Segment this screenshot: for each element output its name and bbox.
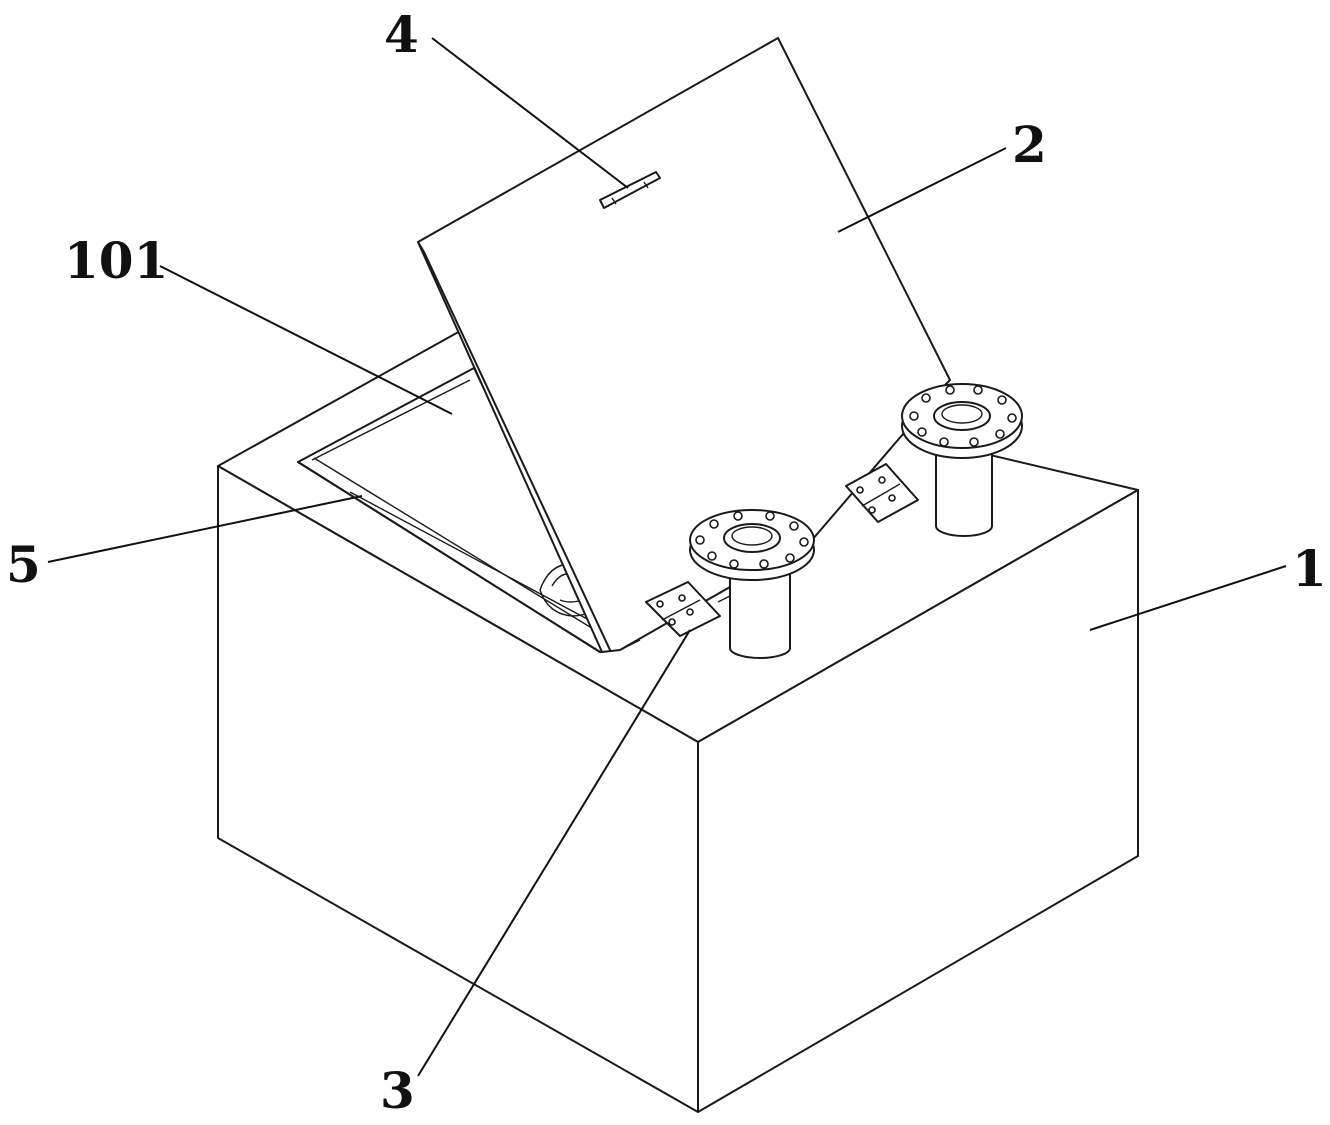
leader-5 <box>47 495 363 563</box>
seal-strip-inner-2 <box>349 491 605 629</box>
pipe-left-body <box>729 565 791 659</box>
opening-inner-edge <box>311 379 471 461</box>
label-3: 3 <box>380 1061 415 1120</box>
pipe-left <box>689 509 815 659</box>
handle-bar <box>599 171 661 209</box>
hinge-right-leaf <box>845 463 919 523</box>
lid-face <box>417 37 951 653</box>
leader-4 <box>431 37 629 189</box>
pipe-right-bore-outer <box>933 401 991 431</box>
callout-labels: 4 2 101 5 1 3 <box>6 5 1327 1120</box>
pipe-left-bore-outer <box>723 523 781 553</box>
seal-strip-inner <box>313 457 609 639</box>
pipe-left-bore-inner <box>731 526 773 546</box>
lid-hinge-line <box>619 639 641 651</box>
hinge-left <box>645 581 721 637</box>
box-right-face <box>697 489 1139 1113</box>
lid-thickness-edge <box>417 241 611 651</box>
label-1: 1 <box>1292 539 1327 598</box>
pipe-right-bore-inner <box>941 404 983 424</box>
hinge-axis-line <box>717 595 731 603</box>
pipe-right <box>901 383 1023 537</box>
lid-panel <box>417 37 951 653</box>
leader-3 <box>417 629 691 1077</box>
label-4: 4 <box>384 5 419 64</box>
seal-strip <box>297 461 601 653</box>
leader-lines <box>47 37 1287 1077</box>
leader-1 <box>1089 565 1287 631</box>
label-101: 101 <box>64 231 168 290</box>
leader-2 <box>837 147 1007 233</box>
leader-101 <box>159 265 453 415</box>
pipe-right-body <box>935 447 993 537</box>
label-5: 5 <box>6 535 41 594</box>
lid-opening <box>297 367 611 653</box>
label-2: 2 <box>1012 115 1047 174</box>
hinge-right <box>845 463 919 523</box>
lid-handle <box>599 171 661 209</box>
